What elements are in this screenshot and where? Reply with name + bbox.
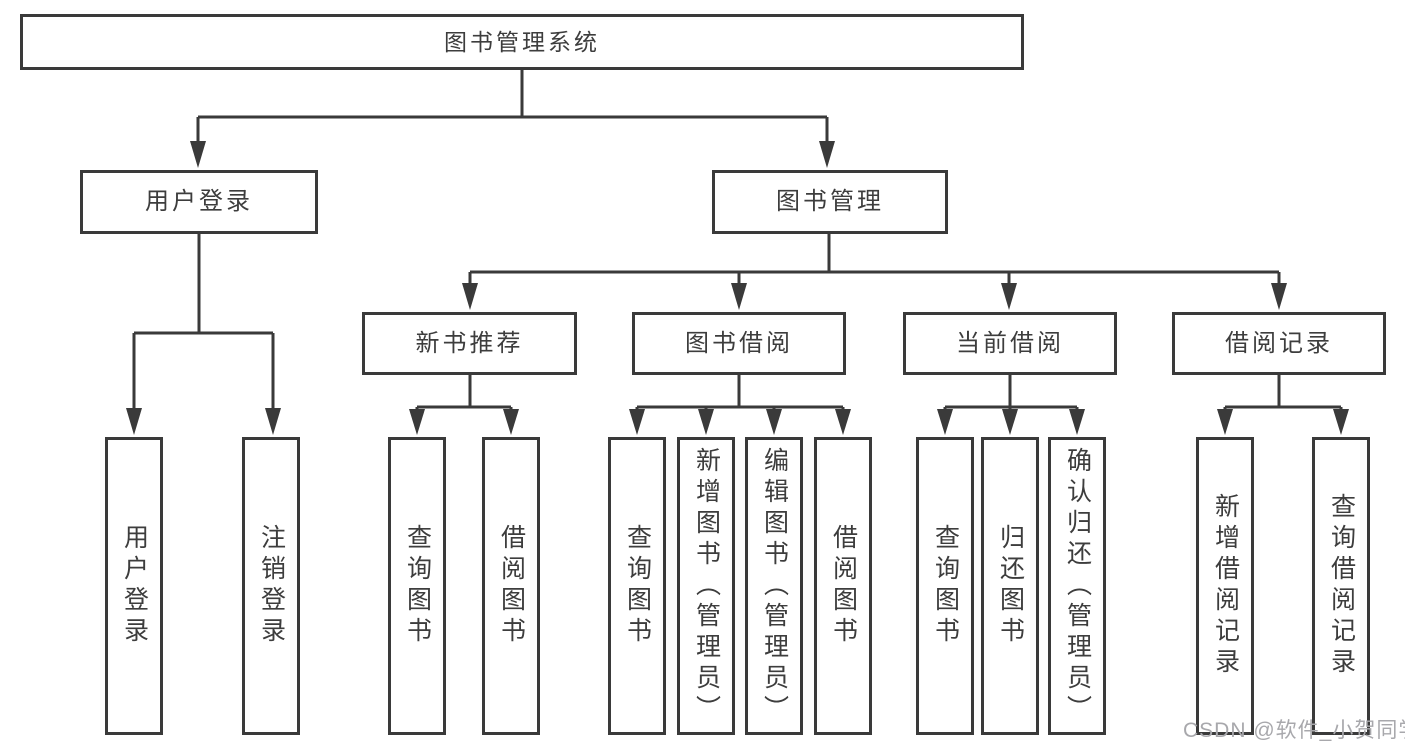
- leaf-logout: 注销登录: [242, 437, 300, 735]
- connector-record-split: [1223, 372, 1343, 410]
- leaf-cb-confirm-return: 确认归还（管理员）: [1048, 437, 1106, 735]
- leaf-newbook-borrow-label: 借阅图书: [497, 524, 526, 648]
- arrowhead: [629, 409, 645, 435]
- node-root: 图书管理系统: [20, 14, 1024, 70]
- leaf-bb-query-label: 查询图书: [623, 524, 652, 648]
- leaf-logout-label: 注销登录: [257, 524, 286, 648]
- connector-borrow-split: [635, 372, 845, 410]
- leaf-bb-add: 新增图书（管理员）: [677, 437, 735, 735]
- node-book-management-label: 图书管理: [776, 188, 884, 215]
- node-user-login: 用户登录: [80, 170, 318, 234]
- node-root-label: 图书管理系统: [444, 28, 600, 55]
- arrowhead: [409, 409, 425, 435]
- leaf-bb-add-label: 新增图书（管理员）: [692, 446, 721, 726]
- connector-newbook-split: [415, 372, 513, 410]
- leaf-newbook-query-label: 查询图书: [403, 524, 432, 648]
- connector-current-split: [943, 372, 1079, 410]
- arrowhead: [1001, 283, 1017, 310]
- arrowhead: [190, 141, 206, 168]
- leaf-newbook-borrow: 借阅图书: [482, 437, 540, 735]
- node-user-login-label: 用户登录: [145, 188, 253, 215]
- node-current-borrowing-label: 当前借阅: [956, 329, 1064, 357]
- node-borrowing-records-label: 借阅记录: [1225, 329, 1333, 357]
- leaf-cb-confirm-return-label: 确认归还（管理员）: [1063, 446, 1092, 726]
- csdn-watermark: CSDN @软件_小贺同学: [1183, 719, 1405, 742]
- arrowhead: [1002, 409, 1018, 435]
- leaf-user-login-label: 用户登录: [120, 524, 149, 648]
- leaf-newbook-query: 查询图书: [388, 437, 446, 735]
- leaf-bb-edit: 编辑图书（管理员）: [745, 437, 803, 735]
- connector-bookmgmt-split: [468, 230, 1281, 284]
- arrowhead: [937, 409, 953, 435]
- node-current-borrowing: 当前借阅: [903, 312, 1117, 375]
- leaf-record-add-label: 新增借阅记录: [1211, 493, 1240, 679]
- node-book-management: 图书管理: [712, 170, 948, 234]
- leaf-record-add: 新增借阅记录: [1196, 437, 1254, 735]
- arrowhead: [1069, 409, 1085, 435]
- arrowhead: [819, 141, 835, 168]
- arrowhead: [835, 409, 851, 435]
- arrowhead: [1271, 283, 1287, 310]
- arrowhead: [1217, 409, 1233, 435]
- leaf-cb-query-label: 查询图书: [931, 524, 960, 648]
- leaf-bb-borrow-label: 借阅图书: [829, 524, 858, 648]
- arrowhead: [698, 409, 714, 435]
- arrowhead: [265, 408, 281, 435]
- node-book-borrowing: 图书借阅: [632, 312, 846, 375]
- arrowhead: [766, 409, 782, 435]
- node-book-borrowing-label: 图书借阅: [685, 329, 793, 357]
- arrowhead: [731, 283, 747, 310]
- connector-root-split: [196, 68, 829, 142]
- leaf-bb-edit-label: 编辑图书（管理员）: [760, 446, 789, 726]
- leaf-record-query-label: 查询借阅记录: [1327, 493, 1356, 679]
- node-new-book-recommend: 新书推荐: [362, 312, 577, 375]
- arrowhead: [1333, 409, 1349, 435]
- arrowhead: [503, 409, 519, 435]
- leaf-bb-borrow: 借阅图书: [814, 437, 872, 735]
- leaf-cb-query: 查询图书: [916, 437, 974, 735]
- connector-userlogin-split: [132, 230, 275, 410]
- arrowhead: [126, 408, 142, 435]
- leaf-user-login: 用户登录: [105, 437, 163, 735]
- leaf-bb-query: 查询图书: [608, 437, 666, 735]
- node-new-book-recommend-label: 新书推荐: [415, 329, 524, 357]
- leaf-cb-return: 归还图书: [981, 437, 1039, 735]
- arrowhead: [462, 283, 478, 310]
- leaf-record-query: 查询借阅记录: [1312, 437, 1370, 735]
- leaf-cb-return-label: 归还图书: [996, 524, 1025, 648]
- node-borrowing-records: 借阅记录: [1172, 312, 1386, 375]
